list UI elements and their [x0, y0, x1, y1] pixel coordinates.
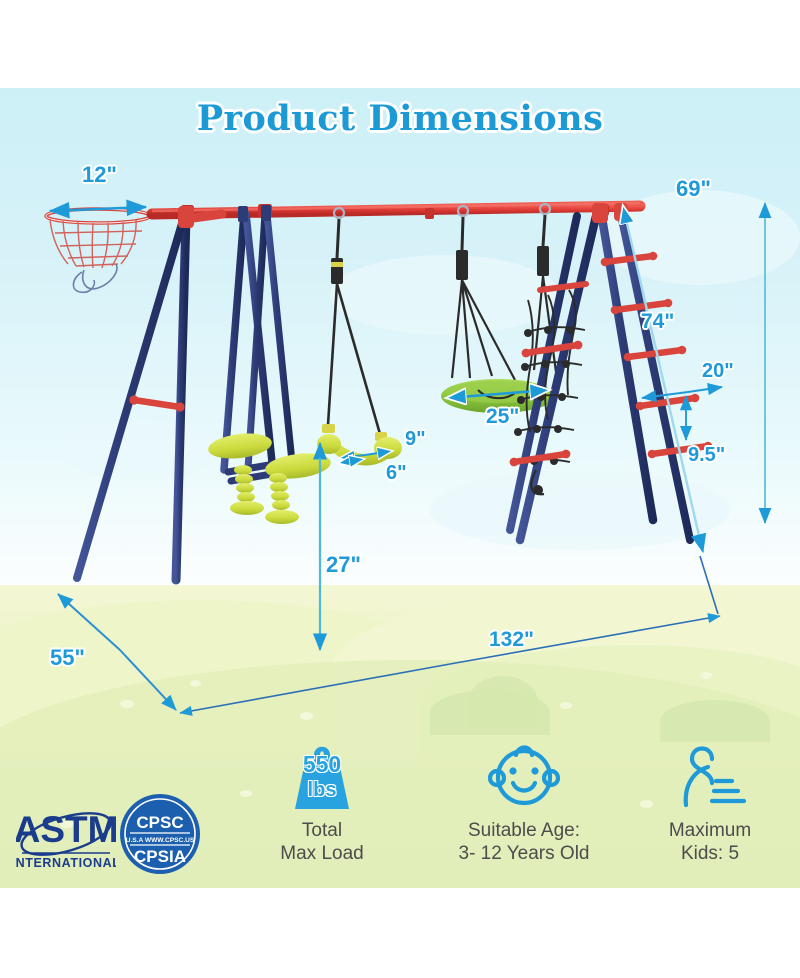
- cloud-shape: [60, 420, 220, 480]
- left-a-frame: [73, 206, 227, 585]
- kids-stairs-icon: [630, 735, 790, 813]
- dimension-label-saucer: 25": [486, 405, 520, 428]
- bottom-white-band: [0, 888, 800, 978]
- astm-logo: ASTM INTERNATIONAL: [16, 809, 116, 870]
- dim-arrow-25: [447, 394, 499, 398]
- dimension-label-ladder-width: 20": [702, 360, 734, 382]
- ground-speck: [700, 672, 712, 679]
- bush-shape: [660, 700, 770, 742]
- cpsc-cpsia-logo: CPSC U.S.A WWW.CPSC.US CPSIA: [120, 794, 200, 874]
- ground-speck: [240, 790, 252, 797]
- ground-speck: [190, 680, 201, 687]
- dimension-label-seat-height: 27": [326, 552, 361, 577]
- top-white-band: [0, 0, 800, 88]
- net-frame-rungs: [509, 281, 589, 467]
- kids-caption-2: Kids: 5: [680, 843, 740, 864]
- dim-arrow-6: [339, 461, 352, 463]
- kids-caption-1: Maximum: [668, 820, 752, 841]
- glider-frame: [220, 205, 296, 474]
- cpsia-label: CPSIA: [134, 847, 186, 866]
- ground-speck: [640, 800, 653, 808]
- bush-shape: [468, 676, 538, 728]
- dimension-arrows: [48, 199, 772, 716]
- max-load-caption-2: Max Load: [280, 843, 364, 864]
- dimension-label-hoop: 12": [82, 162, 117, 187]
- dimension-label-rail: 74": [641, 310, 675, 333]
- spec-suitable-age: Suitable Age: 3- 12 Years Old: [404, 735, 644, 865]
- weight-icon: 550 lbs: [248, 735, 396, 813]
- max-load-value: 550: [302, 751, 342, 777]
- max-load-unit: lbs: [307, 779, 337, 801]
- dim-arrow-74: [623, 206, 702, 541]
- ground-speck: [60, 820, 74, 828]
- dimension-label-rung-spacing: 9.5": [688, 444, 726, 466]
- dim-arrow-20: [641, 390, 689, 403]
- cpsc-url: U.S.A WWW.CPSC.US: [126, 837, 195, 844]
- cpsc-label: CPSC: [136, 813, 183, 832]
- belt-swing: [317, 206, 402, 466]
- dimension-label-width: 132": [489, 628, 534, 651]
- dimension-label-depth: 55": [50, 645, 85, 670]
- basketball-hoop: [44, 207, 178, 294]
- dimension-label-seat-length: 9": [405, 428, 426, 450]
- certification-strip: ASTM INTERNATIONAL CPSC U.S.A WWW.CPSC.U…: [0, 735, 800, 888]
- right-a-frame: [506, 203, 694, 545]
- spec-max-load: 550 lbs Total Max Load: [248, 735, 396, 865]
- dim-arrow-132: [179, 663, 451, 716]
- ground-speck: [300, 712, 313, 720]
- age-caption-1: Suitable Age:: [468, 820, 580, 841]
- baby-face-icon: [404, 735, 644, 813]
- glider-swing: [208, 433, 331, 524]
- page-title: Product Dimensions: [196, 98, 604, 139]
- max-load-caption-1: Total: [301, 820, 343, 841]
- ground-speck: [560, 702, 572, 709]
- ground-speck: [120, 700, 134, 708]
- dim-arrow-55: [57, 593, 121, 651]
- astm-logo-sub: INTERNATIONAL: [16, 856, 116, 870]
- cloud-shape: [330, 255, 560, 335]
- age-caption-2: 3- 12 Years Old: [458, 843, 590, 864]
- dimension-label-seat-width: 6": [386, 462, 407, 484]
- dimension-label-height: 69": [676, 176, 711, 201]
- spec-max-kids: Maximum Kids: 5: [630, 735, 790, 865]
- dim-arrow-12: [48, 201, 99, 219]
